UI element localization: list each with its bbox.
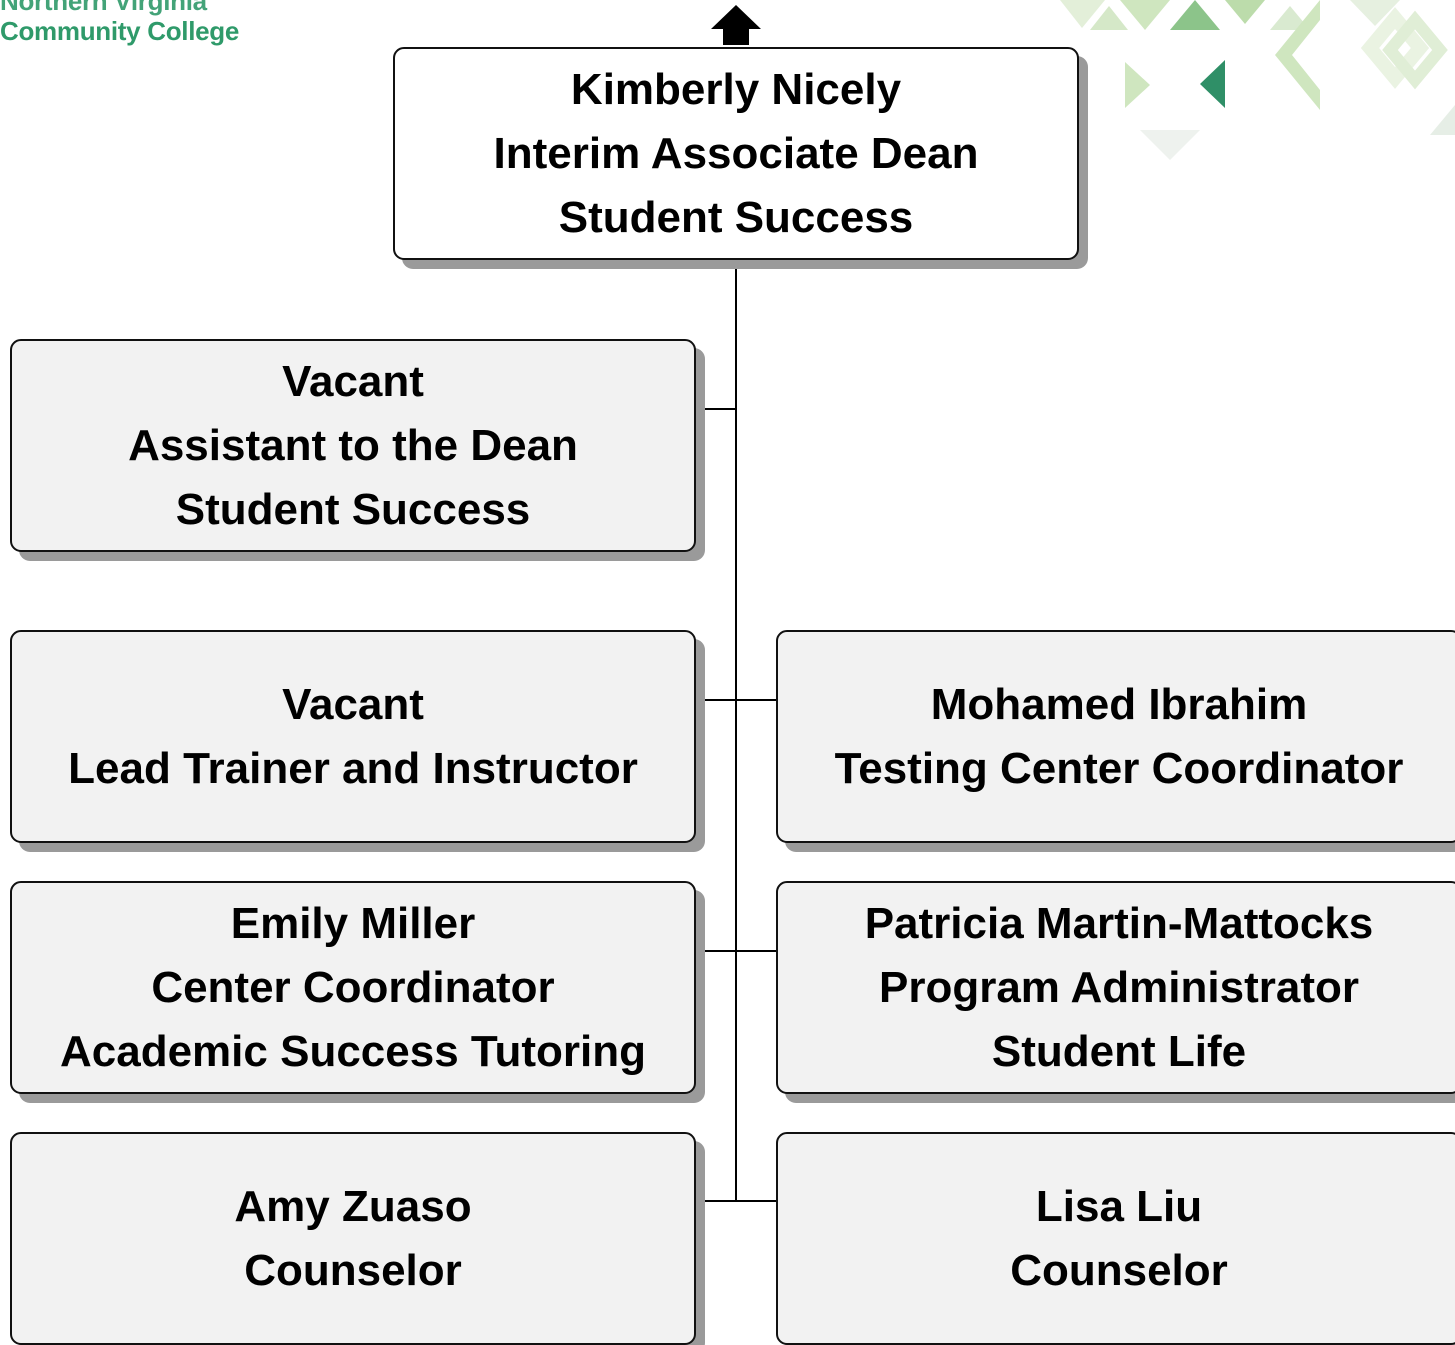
up-arrow-icon — [711, 5, 761, 45]
node-name: Lisa Liu — [1035, 1181, 1203, 1231]
node-title: Counselor — [244, 1245, 462, 1295]
node-lead-trainer: Vacant Lead Trainer and Instructor — [10, 630, 696, 843]
node-title: Program Administrator — [878, 962, 1359, 1012]
logo-line-2: Community College — [0, 16, 240, 46]
logo-line-1: Northern Virginia — [0, 0, 207, 16]
node-associate-dean: Kimberly Nicely Interim Associate Dean S… — [393, 47, 1079, 260]
node-unit: Academic Success Tutoring — [59, 1026, 647, 1076]
node-counselor-lisa: Lisa Liu Counselor — [776, 1132, 1455, 1345]
node-title: Lead Trainer and Instructor — [68, 743, 638, 793]
node-name: Emily Miller — [230, 898, 476, 948]
node-name: Mohamed Ibrahim — [930, 679, 1308, 729]
node-assistant-to-dean: Vacant Assistant to the Dean Student Suc… — [10, 339, 696, 552]
node-title: Interim Associate Dean — [493, 128, 979, 178]
node-unit: Student Life — [991, 1026, 1247, 1076]
college-logo: Northern Virginia Community College — [0, 0, 239, 46]
node-title: Counselor — [1010, 1245, 1228, 1295]
node-title: Assistant to the Dean — [128, 420, 578, 470]
node-name: Amy Zuaso — [234, 1181, 472, 1231]
node-counselor-amy: Amy Zuaso Counselor — [10, 1132, 696, 1345]
node-title: Center Coordinator — [151, 962, 555, 1012]
node-tutoring-coordinator: Emily Miller Center Coordinator Academic… — [10, 881, 696, 1094]
node-name: Vacant — [282, 356, 424, 406]
node-testing-center-coordinator: Mohamed Ibrahim Testing Center Coordinat… — [776, 630, 1455, 843]
node-unit: Student Success — [558, 192, 914, 242]
node-student-life-administrator: Patricia Martin-Mattocks Program Adminis… — [776, 881, 1455, 1094]
node-unit: Student Success — [175, 484, 531, 534]
node-name: Kimberly Nicely — [570, 64, 902, 114]
node-title: Testing Center Coordinator — [834, 743, 1404, 793]
node-name: Vacant — [282, 679, 424, 729]
triangle-pattern-decoration — [1060, 0, 1455, 160]
node-name: Patricia Martin-Mattocks — [864, 898, 1374, 948]
